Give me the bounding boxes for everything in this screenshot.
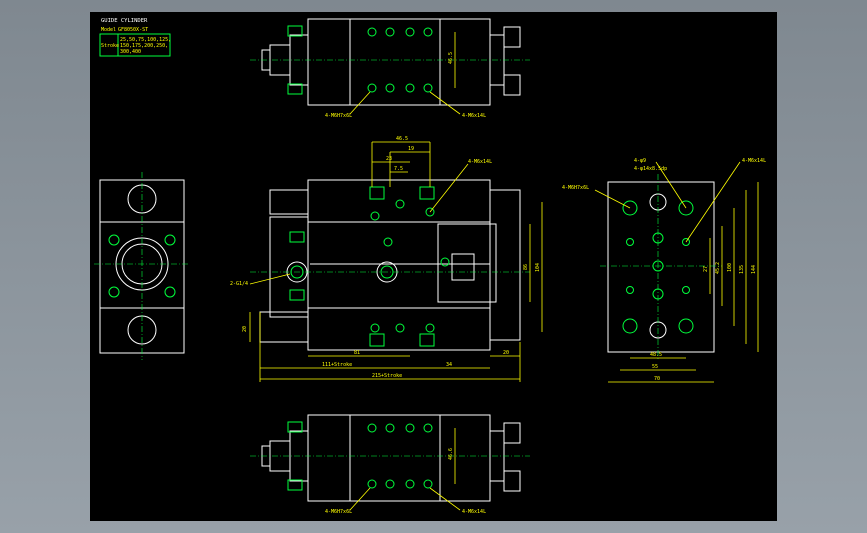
top-bolt-left: 4-M6H7x6L <box>325 113 352 119</box>
dim-46-5: 46.5 <box>396 136 408 142</box>
dim-55: 55 <box>652 364 658 370</box>
dim-104: 104 <box>535 263 541 272</box>
dim-20-left: 20 <box>242 326 248 332</box>
side-callout-cbore: 4-φ14x8.5dp <box>634 166 667 172</box>
title-block: GUIDE CYLINDER Model GF8050X-ST Stroke 2… <box>99 18 171 57</box>
dim-70: 70 <box>654 376 660 382</box>
cad-drawing: GUIDE CYLINDER Model GF8050X-ST Stroke 2… <box>94 18 766 515</box>
dim-19: 19 <box>408 146 414 152</box>
right-side-view: 4-M6H7x6L 4-φ9 4-φ14x8.5dp 4-M6x14L 27 4… <box>562 158 766 383</box>
left-end-view <box>94 172 190 360</box>
model-label: Model <box>101 27 116 33</box>
top-bolt-right: 4-M6x14L <box>462 113 486 119</box>
dim-45-2: 45.2 <box>715 262 721 274</box>
stroke-values-3: 300,400 <box>120 49 141 55</box>
dim-100: 100 <box>727 263 733 272</box>
bottom-dim: 46.6 <box>448 448 454 460</box>
dim-86: 86 <box>523 264 529 270</box>
dim-81: 81 <box>354 350 360 356</box>
dim-215: 215+Stroke <box>372 373 402 379</box>
bottom-bolt-left: 4-M6H7x6L <box>325 509 352 515</box>
dim-20-right: 20 <box>503 350 509 356</box>
dim-7-5: 7.5 <box>394 166 403 172</box>
front-view: 46.5 19 23 7.5 4-M6x14L 2-G1/4 20 81 34 … <box>230 136 543 382</box>
front-callout: 4-M6x14L <box>468 159 492 165</box>
dim-48-5: 48.5 <box>650 352 662 358</box>
stroke-values-1: 25,50,75,100,125, <box>120 37 171 43</box>
dim-23: 23 <box>386 156 392 162</box>
top-dim: 46.5 <box>448 52 454 64</box>
bottom-bolt-right: 4-M6x14L <box>462 509 486 515</box>
dim-34: 34 <box>446 362 452 368</box>
dim-27: 27 <box>703 266 709 272</box>
side-callout-left: 4-M6H7x6L <box>562 185 589 191</box>
drawing-canvas[interactable]: GUIDE CYLINDER Model GF8050X-ST Stroke 2… <box>90 12 777 521</box>
stroke-values-2: 150,175,200,250, <box>120 43 168 49</box>
port-label: 2-G1/4 <box>230 281 248 287</box>
title-text: GUIDE CYLINDER <box>101 18 148 24</box>
bottom-view: 46.6 4-M6H7x6L 4-M6x14L <box>250 414 530 515</box>
dim-135: 135 <box>739 265 745 274</box>
top-view: 46.5 4-M6H7x6L 4-M6x14L <box>250 18 530 119</box>
dim-144: 144 <box>751 265 757 274</box>
model-value: GF8050X-ST <box>118 27 148 33</box>
stroke-box <box>99 33 171 57</box>
side-callout-phi: 4-φ9 <box>634 158 646 164</box>
side-callout-right: 4-M6x14L <box>742 158 766 164</box>
stroke-label: Stroke <box>101 43 119 49</box>
dim-111: 111+Stroke <box>322 362 352 368</box>
